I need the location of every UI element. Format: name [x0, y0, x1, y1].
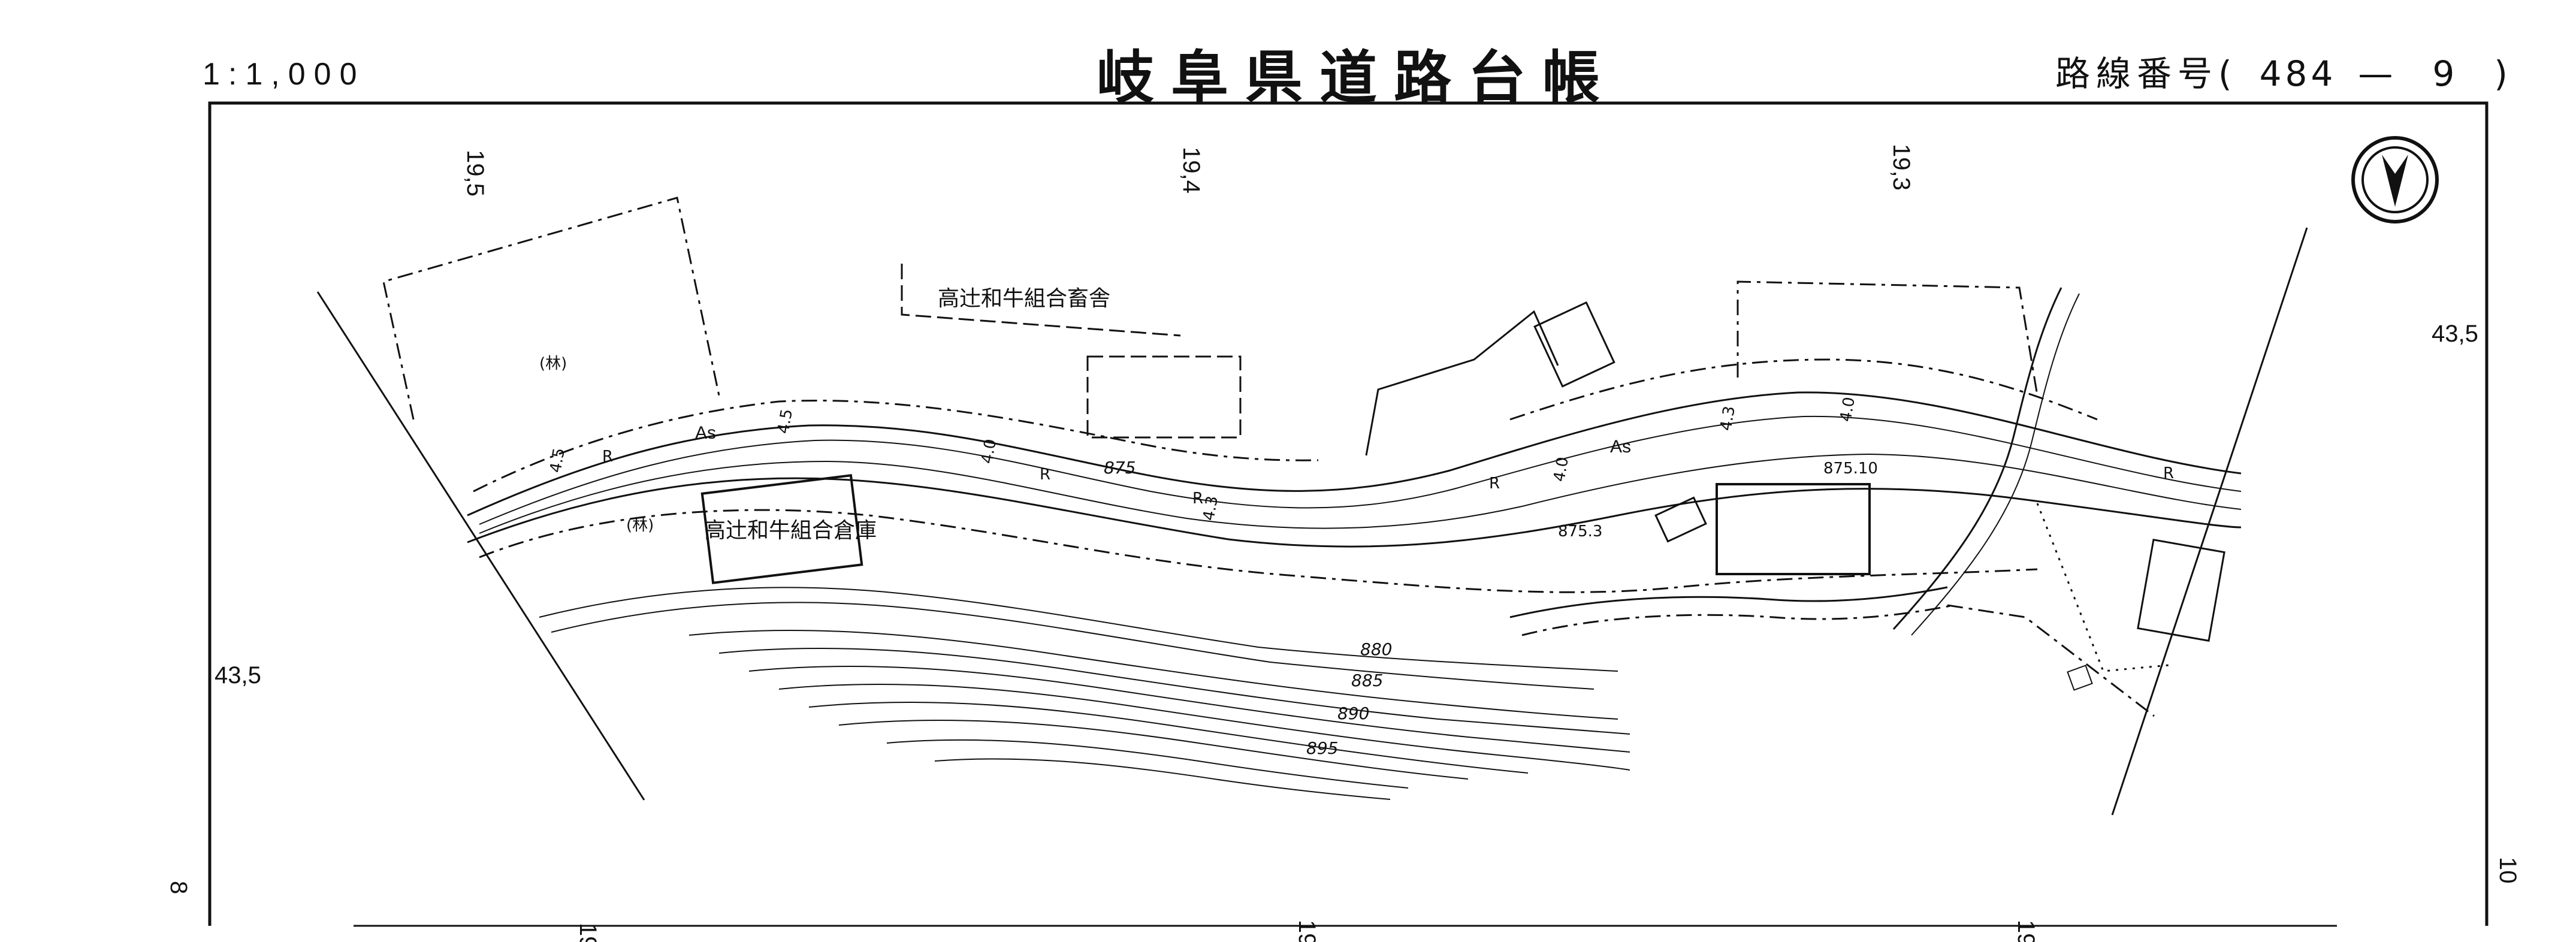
spot-height-1: 875.10	[1823, 460, 1878, 478]
spot-height-2: 875.3	[1558, 523, 1602, 541]
stream-right-2	[1911, 293, 2080, 636]
label-width-3: 4.0	[978, 437, 1000, 465]
coord-bottom-3: 19,3	[2013, 920, 2039, 942]
label-r-1: R	[602, 448, 613, 466]
label-width-6: 4.3	[1717, 404, 1739, 432]
building-right-main	[1716, 483, 1871, 575]
contour-label-895: 895	[1306, 738, 1338, 758]
coord-left: 43,5	[215, 662, 261, 689]
route-number: 路線番号( 484 — 9)	[2055, 46, 2511, 96]
label-r-5: R	[1040, 466, 1050, 484]
contour-label-880: 880	[1360, 639, 1392, 659]
label-pavement-2: As	[1610, 437, 1631, 457]
lower-path-1	[1509, 586, 1948, 618]
stream-right	[1892, 287, 2062, 630]
contour-label-875: 875	[1104, 458, 1136, 478]
contour-7	[808, 701, 1529, 774]
label-width-1: 4.5	[546, 446, 569, 474]
contour-4	[718, 647, 1630, 735]
contour-5	[748, 665, 1630, 753]
building-right-edge	[2137, 538, 2225, 642]
coord-top-3: 19,3	[1888, 144, 1914, 191]
coord-top-1: 19,5	[462, 150, 488, 197]
sheet-number: 9	[2432, 53, 2459, 94]
label-forest-1: (林)	[539, 355, 567, 373]
road-line-inner-1	[479, 415, 2242, 525]
building-upper-dashed	[1086, 355, 1242, 439]
route-number-label: 路線番号(	[2055, 53, 2238, 94]
lower-path-2	[1521, 604, 1954, 636]
map-scale: 1:1,000	[203, 57, 366, 92]
label-width-5: 4.0	[1550, 455, 1572, 483]
contour-lines	[539, 587, 1630, 800]
dotted-parcel	[2036, 503, 2170, 672]
building-upper-small	[1533, 301, 1615, 388]
label-forest-2: (林)	[626, 517, 654, 535]
coord-bottom-1: 19,5	[575, 923, 601, 942]
contour-9	[886, 739, 1409, 789]
parcel-upper-left	[382, 197, 720, 420]
building-tiny	[2067, 665, 2093, 691]
coord-right: 43,5	[2432, 321, 2478, 347]
label-pavement-1: As	[695, 423, 716, 443]
sheet-title: 岐阜県道路台帳	[1097, 44, 1617, 111]
dashed-parcel-right	[1947, 604, 2155, 717]
contour-2	[551, 602, 1594, 690]
north-arrow-icon	[2351, 136, 2439, 224]
road-line-inner-2	[479, 453, 2242, 534]
label-livestock-barn: 高辻和牛組合畜舎	[938, 286, 1110, 311]
label-width-2: 4.5	[774, 407, 796, 435]
label-r-4: R	[2163, 464, 2174, 482]
road-edge-north	[467, 391, 2242, 517]
parcel-upper-mid	[1365, 310, 1559, 456]
contour-label-885: 885	[1351, 671, 1383, 690]
label-warehouse: 高辻和牛組合倉庫	[704, 518, 877, 543]
warehouse-building	[700, 474, 863, 584]
map-frame	[208, 101, 2489, 926]
right-boundary	[2111, 227, 2308, 816]
boundary-north	[473, 399, 1319, 493]
contour-6	[778, 683, 1630, 771]
label-r-2: R	[1192, 490, 1203, 508]
parcel-livestock-barn-outline	[901, 264, 1181, 337]
road-edge-south	[467, 477, 2242, 548]
coord-bottom-2: 19,4	[1294, 920, 1320, 942]
prev-sheet-number: 8	[165, 881, 192, 894]
route-number-value: 484	[2259, 53, 2337, 94]
next-sheet-number: 10	[2495, 857, 2521, 884]
label-r-3: R	[1489, 475, 1500, 493]
building-small-2	[1654, 496, 1707, 543]
boundary-south	[479, 509, 2038, 593]
left-boundary	[316, 291, 645, 801]
boundary-north-east	[1509, 358, 2098, 421]
parcel-upper-right	[1737, 280, 2039, 396]
label-width-7: 4.0	[1837, 395, 1859, 423]
route-number-close: )	[2494, 53, 2511, 94]
label-width-4: 4.3	[1200, 494, 1222, 522]
contour-10	[934, 758, 1391, 800]
route-number-dash: —	[2358, 53, 2397, 94]
contour-label-890: 890	[1337, 704, 1369, 723]
contour-3	[688, 629, 1618, 720]
coord-top-2: 19,4	[1178, 147, 1204, 194]
contour-1	[539, 587, 1618, 672]
contour-8	[838, 719, 1469, 780]
